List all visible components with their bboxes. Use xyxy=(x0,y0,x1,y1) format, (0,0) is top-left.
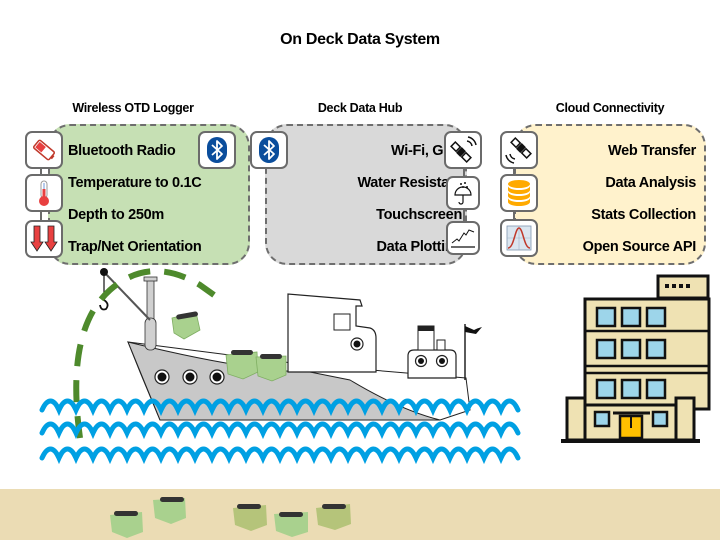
feature-bluetooth-radio: Bluetooth Radio xyxy=(68,143,176,159)
wheelhouse-porthole xyxy=(350,337,364,351)
hub-satellite-icon-box xyxy=(444,131,482,169)
cloud-satellite-icon-box xyxy=(500,131,538,169)
bell-curve-icon xyxy=(506,225,532,251)
wheelhouse-window xyxy=(333,313,351,331)
boat-hull-back xyxy=(127,341,471,421)
feature-orientation: Trap/Net Orientation xyxy=(68,239,202,255)
hub-panel xyxy=(265,124,467,265)
down-arrows-icon-box xyxy=(25,220,63,258)
hull-portholes xyxy=(154,369,225,385)
crane-hook xyxy=(99,299,109,311)
wave-row-1 xyxy=(39,398,521,417)
seabed xyxy=(0,489,720,540)
page-title: On Deck Data System xyxy=(280,31,440,48)
hub-umbrella-icon-box xyxy=(446,176,480,210)
bluetooth-icon xyxy=(207,137,227,163)
flag xyxy=(465,326,482,334)
satellite-icon xyxy=(450,136,477,163)
satellite-icon xyxy=(505,137,532,164)
down-arrows-icon xyxy=(30,225,58,252)
crane-post xyxy=(146,279,155,321)
cloud-panel xyxy=(514,124,706,265)
boat-aft-cabin xyxy=(407,349,457,379)
feature-depth: Depth to 250m xyxy=(68,207,165,223)
feature-data-plotting: Data Plotting xyxy=(376,239,462,255)
feature-data-analysis: Data Analysis xyxy=(605,175,696,191)
wave-row-2 xyxy=(39,421,521,440)
database-icon xyxy=(508,180,530,206)
wave-row-3 xyxy=(39,446,521,465)
bluetooth-icon xyxy=(259,137,279,163)
hub-bluetooth-icon-box xyxy=(250,131,288,169)
section-title-hub: Deck Data Hub xyxy=(317,101,403,115)
ocean-waves xyxy=(39,398,521,465)
thermometer-icon-box xyxy=(25,174,63,212)
database-icon-box xyxy=(500,174,538,212)
feature-open-source-api: Open Source API xyxy=(582,239,697,255)
feature-stats-collection: Stats Collection xyxy=(591,207,696,223)
crane-pulley xyxy=(100,268,108,276)
trap-hanging xyxy=(171,311,201,340)
battery-icon xyxy=(32,139,56,161)
feature-temperature: Temperature to 0.1C xyxy=(68,175,202,191)
hub-chart-icon-box xyxy=(446,221,480,255)
trap-on-deck-1 xyxy=(225,350,259,380)
thermometer-icon xyxy=(39,180,49,206)
logger-bluetooth-icon-box xyxy=(198,131,236,169)
bell-curve-icon-box xyxy=(500,219,538,257)
boat-wheelhouse xyxy=(287,293,377,373)
umbrella-rain-icon xyxy=(454,182,472,205)
feature-web-transfer: Web Transfer xyxy=(608,143,696,159)
section-title-cloud: Cloud Connectivity xyxy=(555,101,665,115)
boat-hull-front xyxy=(127,341,441,421)
office-building-icon xyxy=(561,274,711,443)
trap-on-deck-2 xyxy=(255,354,287,382)
line-chart-icon xyxy=(451,229,475,248)
feature-touchscreen: Touchscreen xyxy=(376,207,462,223)
trap-path-arc xyxy=(73,268,216,439)
section-title-logger: Wireless OTD Logger xyxy=(72,101,194,115)
crane-arm xyxy=(103,271,151,321)
battery-icon-box xyxy=(25,131,63,169)
feature-water-resistant: Water Resistant xyxy=(357,175,462,191)
